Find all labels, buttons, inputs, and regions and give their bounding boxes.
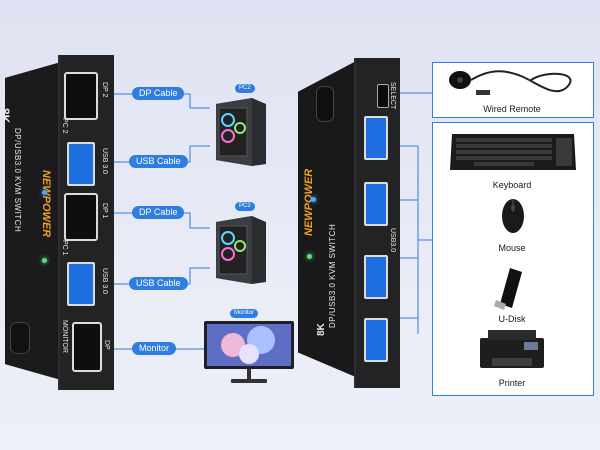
right-label-select: SELECT <box>389 82 396 109</box>
monitor-label: Monitor <box>132 342 176 355</box>
pc2-tag-bottom: PC2 <box>235 202 255 211</box>
udisk-icon <box>492 264 532 312</box>
printer-icon <box>478 328 546 372</box>
left-brand: NEWPOWER <box>40 170 52 237</box>
left-port-usb-top <box>67 142 95 186</box>
dp-cable-label-1: DP Cable <box>132 87 184 100</box>
left-port-dp2 <box>64 72 98 120</box>
left-label-pc2: PC 2 <box>61 118 68 134</box>
left-port-monitor-dp <box>72 322 102 372</box>
left-label-monitor: MONITOR <box>61 320 68 353</box>
wired-remote-label: Wired Remote <box>467 104 557 114</box>
pc-tower-icon <box>212 94 270 166</box>
right-port-usb-4 <box>364 318 388 362</box>
left-led-green <box>42 258 47 263</box>
right-badge-8k: 8K <box>316 323 327 336</box>
left-label-usb-top: USB 3.0 <box>101 148 108 174</box>
printer-label: Printer <box>467 378 557 388</box>
dp-cable-label-2: DP Cable <box>132 206 184 219</box>
udisk-label: U-Disk <box>467 314 557 324</box>
right-port-usb-2 <box>364 182 388 226</box>
left-badge-8k: 8K <box>0 108 12 123</box>
left-led-blue <box>42 190 47 195</box>
right-remote-port <box>377 84 389 108</box>
right-select-knob[interactable] <box>316 86 334 122</box>
keyboard-icon <box>448 130 578 174</box>
left-model-text: DP/USB3.0 KVM SWITCH <box>13 128 22 232</box>
mouse-label: Mouse <box>467 243 557 253</box>
right-brand: NEWPOWER <box>303 169 315 236</box>
pc2-tag-top: PC2 <box>235 84 255 93</box>
right-port-usb-1 <box>364 116 388 160</box>
right-port-usb-3 <box>364 255 388 299</box>
right-model-text: DP/USB3.0 KVM SWITCH <box>328 224 337 328</box>
usb-cable-label-2: USB Cable <box>129 277 188 290</box>
monitor-icon <box>203 320 295 386</box>
left-port-usb-mid <box>67 262 95 306</box>
left-label-dp1: DP 1 <box>101 203 108 218</box>
left-label-dp2: DP 2 <box>101 82 108 97</box>
keyboard-label: Keyboard <box>467 180 557 190</box>
left-label-dp: DP <box>103 340 110 350</box>
left-label-pc1: PC 1 <box>61 240 68 256</box>
monitor-tag: Monitor <box>230 309 258 318</box>
left-label-usb-mid: USB 3.0 <box>101 268 108 294</box>
right-led-blue <box>311 197 316 202</box>
pc-tower-icon <box>212 212 270 284</box>
left-select-knob[interactable] <box>10 322 30 354</box>
wired-remote-icon <box>446 66 576 102</box>
right-label-usb: USB3.0 <box>389 228 396 252</box>
usb-cable-label-1: USB Cable <box>129 155 188 168</box>
left-port-dp1 <box>64 193 98 241</box>
right-led-green <box>307 254 312 259</box>
mouse-icon <box>500 196 526 234</box>
